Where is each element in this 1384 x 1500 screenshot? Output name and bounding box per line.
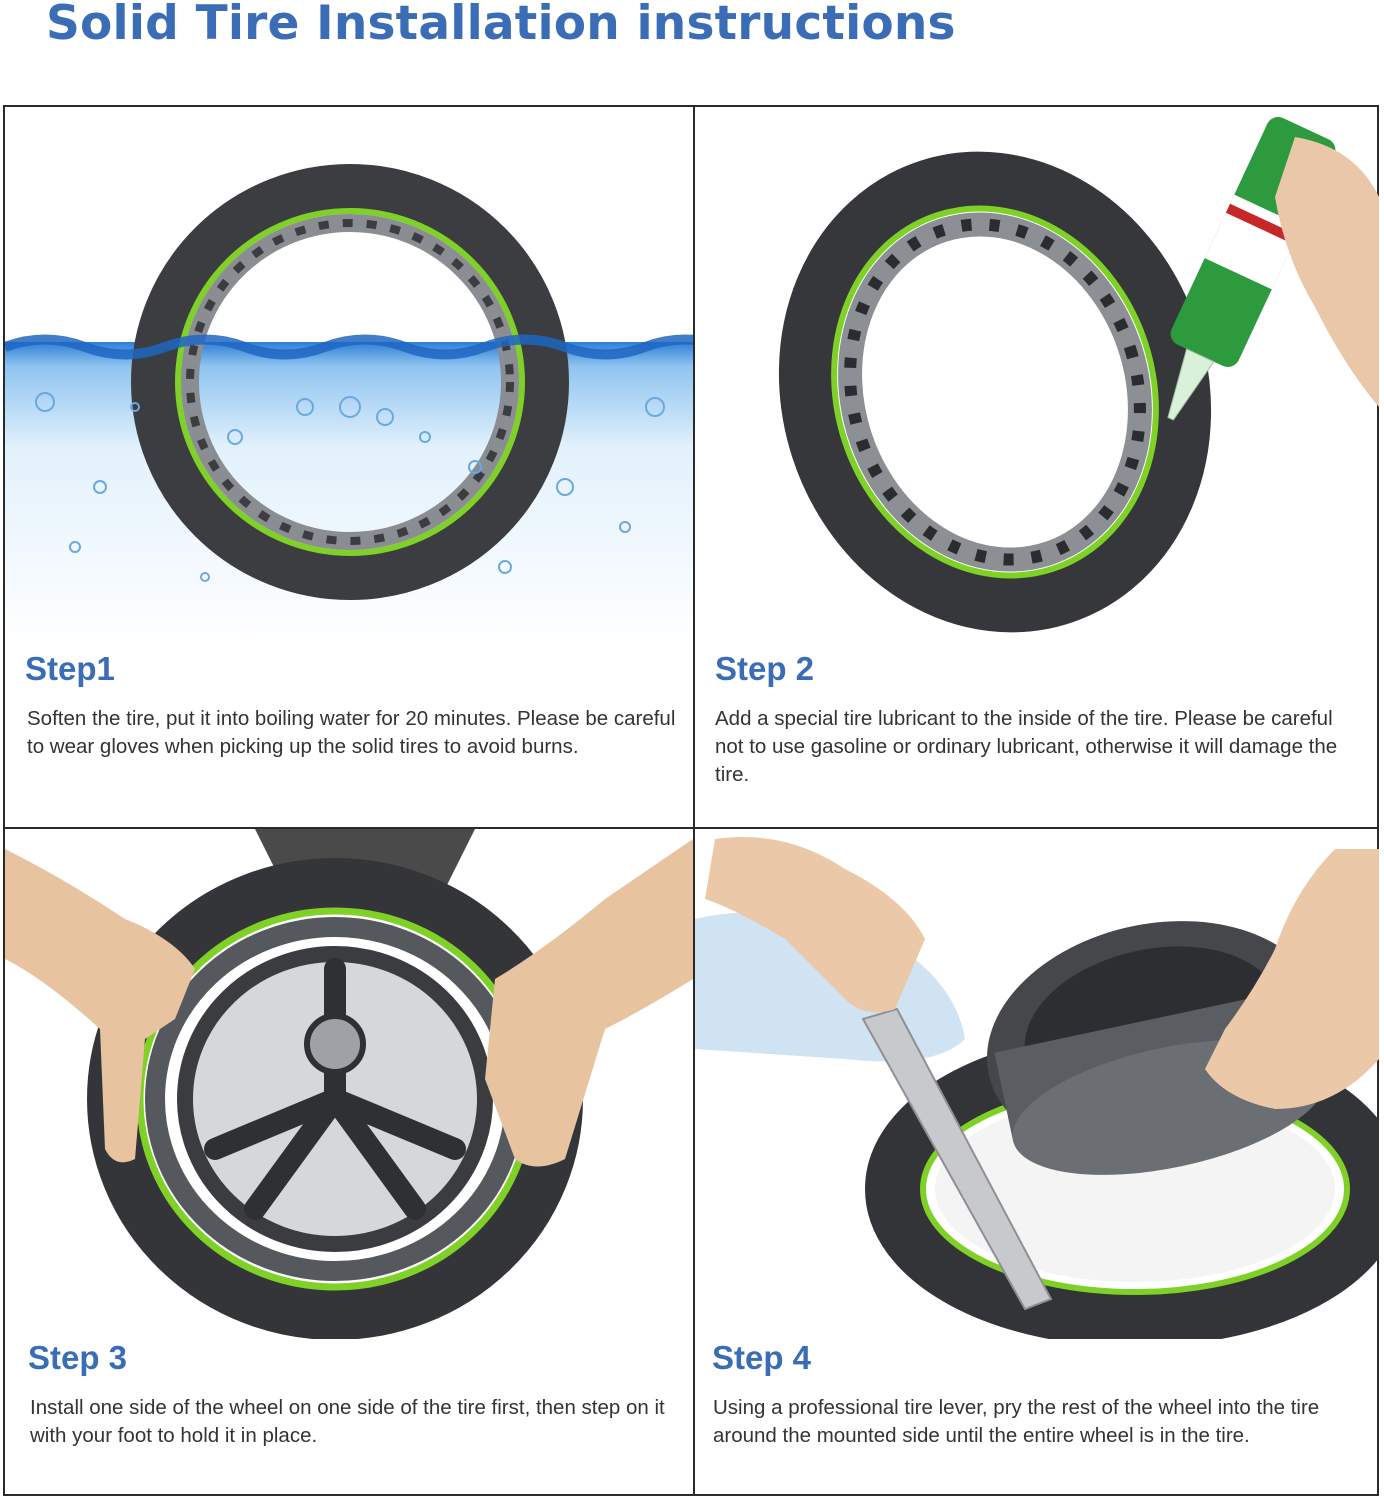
step-title: Step 3 <box>28 1339 128 1376</box>
page-title: Solid Tire Installation instructions <box>46 0 956 51</box>
tire-in-water-icon <box>5 164 693 647</box>
step-description: Using a professional tire lever, pry the… <box>713 1396 1320 1447</box>
step-card-4: Step 4 Using a professional tire lever, … <box>695 829 1379 1494</box>
grid-divider-horizontal <box>5 827 1377 829</box>
step-title: Step 2 <box>715 650 815 687</box>
step-description: Soften the tire, put it into boiling wat… <box>27 707 676 758</box>
step-title: Step 4 <box>712 1339 812 1376</box>
step-card-2: Step 2 Add a special tire lubricant to t… <box>695 107 1379 827</box>
step-title: Step1 <box>25 650 115 687</box>
step-card-1: Step1 Soften the tire, put it into boili… <box>5 107 693 827</box>
grid-divider-vertical <box>693 107 695 1494</box>
hands-mounting-wheel-icon <box>5 829 693 1339</box>
instruction-grid: Step1 Soften the tire, put it into boili… <box>3 105 1379 1496</box>
lubricant-bottle-icon <box>778 117 1379 633</box>
tire-lever-icon <box>695 837 1379 1339</box>
step-description: Install one side of the wheel on one sid… <box>30 1396 665 1447</box>
step-card-3: Step 3 Install one side of the wheel on … <box>5 829 693 1494</box>
step-description: Add a special tire lubricant to the insi… <box>715 707 1338 786</box>
